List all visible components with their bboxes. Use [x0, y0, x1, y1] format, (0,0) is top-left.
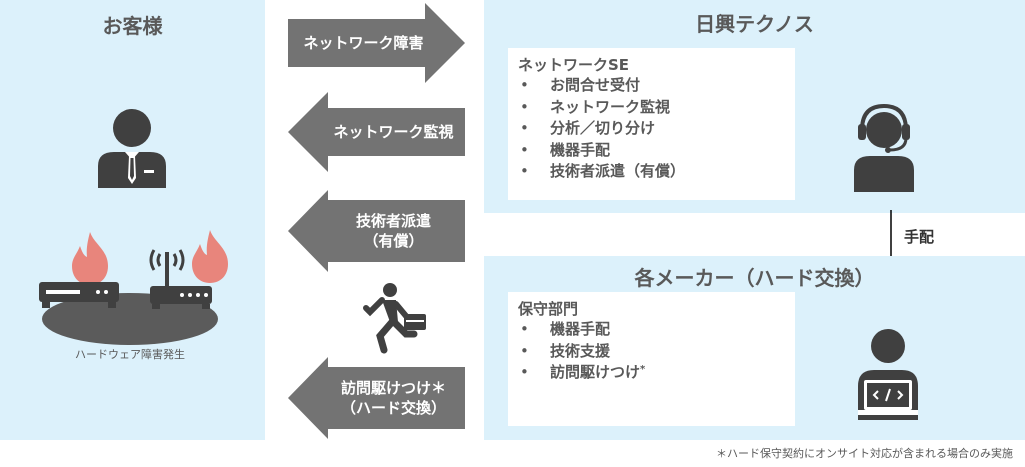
network-monitoring-arrow: ネットワーク監視	[288, 92, 465, 172]
support-operator-icon	[854, 104, 914, 192]
network-switch-icon	[39, 282, 119, 308]
list-item: •訪問駆けつけ*	[520, 363, 646, 381]
customer-panel: お客様	[0, 0, 265, 440]
network-se-heading: ネットワークSE	[518, 56, 630, 74]
maintenance-dept-box: 保守部門 •機器手配 •技術支援 •訪問駆けつけ*	[508, 292, 795, 426]
engineer-dispatch-paid-label: （有償）	[363, 232, 424, 250]
onsite-visit-hardware-label: （ハード交換）	[340, 399, 446, 417]
customer-title: お客様	[102, 14, 163, 38]
running-engineer-icon	[363, 283, 426, 354]
router-icon	[149, 249, 212, 309]
arrangement-label: 手配	[904, 228, 935, 246]
nikko-technos-title: 日興テクノス	[695, 12, 814, 36]
engineer-dispatch-label: 技術者派遣	[355, 212, 431, 230]
flame-icon	[192, 230, 228, 283]
network-monitoring-label: ネットワーク監視	[333, 123, 454, 141]
network-failure-arrow: ネットワーク障害	[288, 3, 465, 83]
hardware-failure-label: ハードウェア障害発生	[75, 348, 185, 361]
list-item: •技術支援	[520, 341, 611, 360]
list-item: •ネットワーク監視	[520, 97, 671, 116]
network-se-box: ネットワークSE •お問合せ受付 •ネットワーク監視 •分析／切り分け •機器手…	[508, 48, 795, 200]
laptop-engineer-icon	[858, 329, 918, 420]
list-item: •分析／切り分け	[520, 119, 656, 137]
asterisk-mark: *	[640, 364, 646, 375]
footnote: ＊ハード保守契約にオンサイト対応が含まれる場合のみ実施	[716, 447, 1013, 460]
ground-ellipse	[42, 293, 218, 345]
list-item: •機器手配	[520, 140, 611, 159]
engineer-dispatch-arrow: 技術者派遣 （有償）	[288, 190, 465, 272]
network-failure-label: ネットワーク障害	[303, 34, 424, 52]
maker-title: 各メーカー（ハード交換）	[634, 266, 875, 290]
network-se-list: •お問合せ受付 •ネットワーク監視 •分析／切り分け •機器手配 •技術者派遣（…	[518, 75, 685, 183]
maker-panel: 各メーカー（ハード交換） 保守部門 •機器手配 •技術支援 •訪問駆けつけ*	[484, 256, 1025, 440]
list-item: •技術者派遣（有償）	[520, 162, 686, 180]
businessman-icon	[98, 109, 166, 188]
list-item: •お問合せ受付	[520, 76, 641, 94]
onsite-visit-arrow: 訪問駆けつけ＊ （ハード交換）	[288, 357, 465, 439]
flame-icon	[72, 232, 108, 285]
onsite-visit-label: 訪問駆けつけ＊	[340, 379, 446, 397]
maintenance-dept-list: •機器手配 •技術支援 •訪問駆けつけ*	[518, 319, 645, 384]
list-item: •機器手配	[520, 320, 611, 338]
nikko-technos-panel: 日興テクノス ネットワークSE •お問合せ受付 •ネットワーク監視 •分析／切り…	[484, 0, 1025, 213]
maintenance-dept-heading: 保守部門	[518, 300, 579, 318]
